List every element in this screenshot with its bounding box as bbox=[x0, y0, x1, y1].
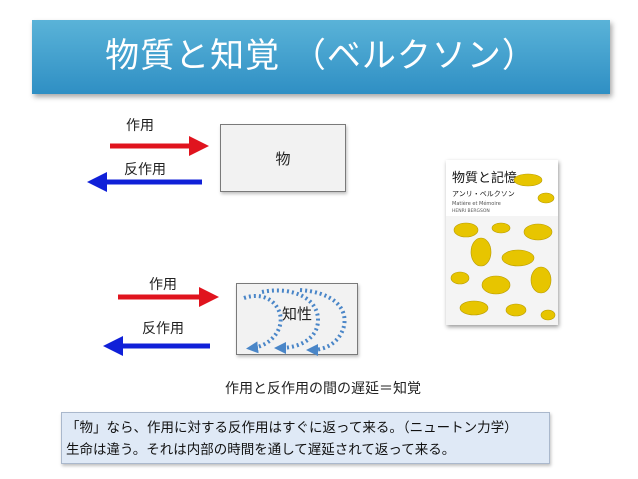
note-line-1: 「物」なら、作用に対する反作用はすぐに返って来る。（ニュートン力学） bbox=[66, 420, 518, 436]
slide-title: 物質と知覚 （ベルクソン） bbox=[32, 20, 610, 94]
note-line-2: 生命は違う。それは内部の時間を通して遅延されて返って来る。 bbox=[66, 442, 456, 458]
thing-box: 物 bbox=[220, 124, 346, 192]
bottom-action-label: 作用 bbox=[149, 277, 177, 293]
top-reaction-label: 反作用 bbox=[124, 162, 166, 178]
intellect-box: 知性 bbox=[236, 283, 358, 355]
bottom-reaction-label: 反作用 bbox=[142, 321, 184, 337]
book-subtitle-fr: Matière et Mémoire bbox=[452, 200, 501, 207]
top-action-label: 作用 bbox=[126, 118, 154, 134]
book-title: 物質と記憶 bbox=[452, 170, 517, 186]
book-cover-image: 物質と記憶 アンリ・ベルクソン Matière et Mémoire HENRI… bbox=[446, 160, 558, 325]
delay-caption: 作用と反作用の間の遅延＝知覚 bbox=[225, 381, 421, 397]
yellow-blob-pattern bbox=[450, 173, 556, 321]
thing-box-label: 物 bbox=[275, 149, 291, 168]
book-cover-art: 物質と記憶 アンリ・ベルクソン Matière et Mémoire HENRI… bbox=[446, 160, 558, 325]
intellect-box-label: 知性 bbox=[281, 304, 312, 323]
explanation-note: 「物」なら、作用に対する反作用はすぐに返って来る。（ニュートン力学） 生命は違う… bbox=[61, 412, 550, 464]
book-author-en: HENRI BERGSON bbox=[452, 208, 490, 214]
book-author-ja: アンリ・ベルクソン bbox=[452, 190, 515, 198]
